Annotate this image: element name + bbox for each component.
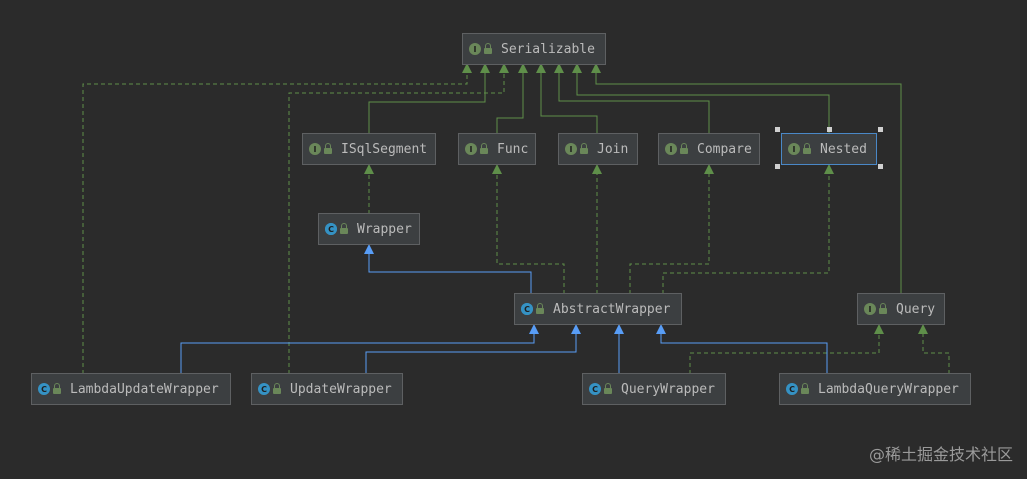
node-lambdaquerywrapper[interactable]: C LambdaQueryWrapper [779, 373, 971, 405]
lock-icon [340, 223, 348, 234]
node-label: AbstractWrapper [553, 301, 671, 317]
node-lambdaupdatewrapper[interactable]: C LambdaUpdateWrapper [31, 373, 231, 405]
node-updatewrapper[interactable]: C UpdateWrapper [251, 373, 403, 405]
edge-querywrapper-query [689, 326, 880, 374]
interface-icon: I [469, 43, 481, 55]
node-nested[interactable]: I Nested [781, 133, 877, 165]
lock-icon [604, 383, 612, 394]
node-querywrapper[interactable]: C QueryWrapper [582, 373, 726, 405]
node-label: LambdaQueryWrapper [818, 381, 959, 397]
node-label: Compare [697, 141, 752, 157]
edge-updatewrapper-abstractwrapper [365, 326, 577, 374]
node-compare[interactable]: I Compare [658, 133, 760, 165]
node-isqlsegment[interactable]: I ISqlSegment [302, 133, 436, 165]
class-icon: C [589, 383, 601, 395]
edge-abstractwrapper-nested [662, 166, 830, 294]
edge-lambdaupdatewrapper-abstractwrapper [180, 326, 535, 374]
edge-lambdaupdatewrapper-serializable [82, 70, 468, 374]
node-label: Query [896, 301, 936, 317]
watermark-text: @稀土掘金技术社区 [868, 445, 1013, 464]
edge-abstractwrapper-func [496, 166, 565, 294]
interface-icon: I [565, 143, 577, 155]
edge-nested-serializable [576, 70, 830, 134]
interface-icon: I [465, 143, 477, 155]
node-label: UpdateWrapper [290, 381, 392, 397]
abstract-class-icon: C [325, 223, 337, 235]
node-label: Func [497, 141, 529, 157]
node-query[interactable]: I Query [857, 293, 945, 325]
lock-icon [680, 143, 688, 154]
interface-icon: I [788, 143, 800, 155]
edge-updatewrapper-serializable [288, 70, 505, 374]
selection-handle-top-center[interactable] [827, 127, 832, 132]
node-abstractwrapper[interactable]: C AbstractWrapper [514, 293, 682, 325]
node-func[interactable]: I Func [458, 133, 536, 165]
node-label: QueryWrapper [621, 381, 715, 397]
class-icon: C [786, 383, 798, 395]
node-label: Nested [820, 141, 867, 157]
edge-compare-serializable [558, 70, 710, 134]
edge-join-serializable [540, 70, 598, 134]
edge-lambdaquerywrapper-abstractwrapper [660, 326, 828, 374]
node-label: Serializable [501, 41, 595, 57]
lock-icon [324, 143, 332, 154]
selection-handle-top-right[interactable] [878, 127, 883, 132]
class-icon: C [258, 383, 270, 395]
edge-func-serializable [496, 70, 524, 134]
node-wrapper[interactable]: C Wrapper [318, 213, 420, 245]
lock-icon [801, 383, 809, 394]
interface-icon: I [864, 303, 876, 315]
abstract-class-icon: C [521, 303, 533, 315]
interface-icon: I [665, 143, 677, 155]
lock-icon [480, 143, 488, 154]
green-arrowheads [364, 63, 928, 334]
lock-icon [484, 43, 492, 54]
interface-icon: I [309, 143, 321, 155]
node-serializable[interactable]: I Serializable [462, 33, 606, 65]
lock-icon [879, 303, 887, 314]
edge-isqlsegment-serializable [368, 70, 486, 134]
node-join[interactable]: I Join [558, 133, 638, 165]
lock-icon [803, 143, 811, 154]
selection-handle-top-left[interactable] [775, 127, 780, 132]
selection-handle-bottom-left[interactable] [775, 164, 780, 169]
blue-arrowheads [364, 244, 666, 334]
lock-icon [536, 303, 544, 314]
edge-abstractwrapper-compare [629, 166, 710, 294]
edge-query-serializable [595, 70, 902, 294]
lock-icon [53, 383, 61, 394]
lock-icon [273, 383, 281, 394]
node-label: Join [597, 141, 629, 157]
edge-lambdaquerywrapper-query [922, 326, 950, 374]
class-icon: C [38, 383, 50, 395]
lock-icon [580, 143, 588, 154]
node-label: ISqlSegment [341, 141, 428, 157]
edge-abstractwrapper-wrapper [368, 246, 532, 294]
selection-handle-bottom-right[interactable] [878, 164, 883, 169]
node-label: LambdaUpdateWrapper [70, 381, 219, 397]
node-label: Wrapper [357, 221, 412, 237]
